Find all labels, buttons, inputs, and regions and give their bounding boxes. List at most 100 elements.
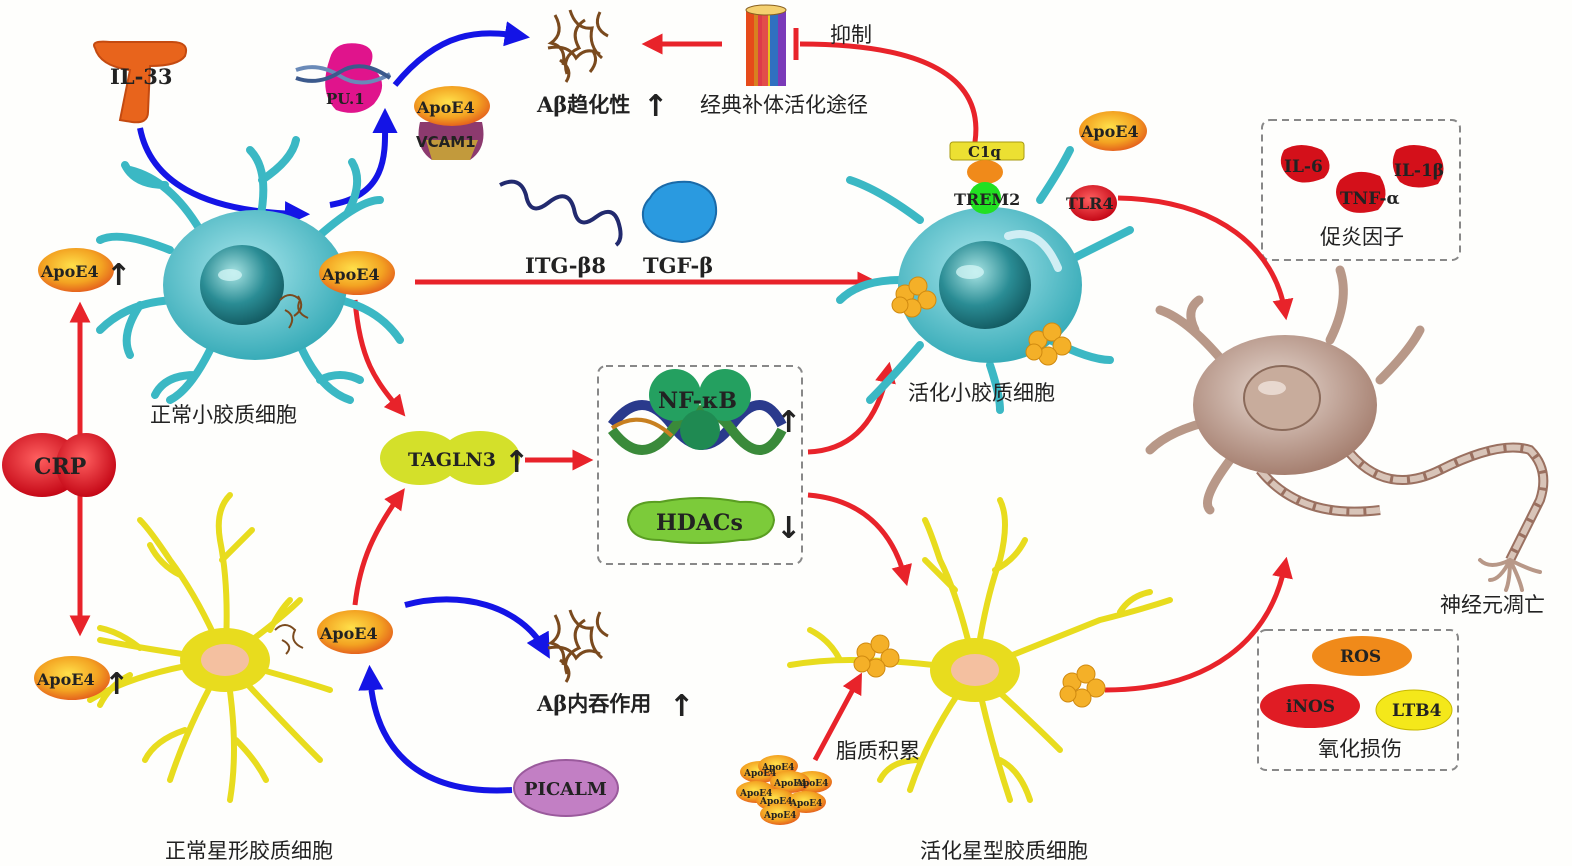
ros-molecule [1312,636,1412,676]
apoe4-label-top: ApoE4 [416,98,475,117]
ros-label: ROS [1340,647,1381,667]
normal-microglia-label: 正常小胶质细胞 [150,403,297,427]
c1q-receptor [949,141,1025,161]
crp-protein: CRP [2,433,116,497]
cluster-apoe4-4: ApoE4 [773,779,806,789]
cluster-apoe4-8: ApoE4 [763,811,796,821]
tgfb-blob-icon [641,180,718,244]
apoe4-left-top-up-arrow: ↑ [106,258,131,293]
tlr4-receptor [1069,185,1117,221]
hdacs-label: HDACs [656,510,743,536]
itgb8-coil-icon [499,179,623,247]
neuron-cell [1145,265,1549,592]
nfkb-label: NF-κB [658,388,737,414]
pu1-label: PU.1 [326,90,365,108]
arrow-picalm-to-apoe4 [358,664,513,794]
proinflammatory-box [1261,119,1461,261]
neuron-death-label: 神经元凋亡 [1440,593,1545,617]
apoe4-activated [1079,111,1147,151]
activated-astrocyte-label: 活化星型胶质细胞 [920,839,1088,863]
crp-label: CRP [34,454,86,480]
cluster-apoe4-1: ApoE4 [743,769,776,779]
il33-label: IL-33 [110,64,173,89]
cluster-apoe4-7: ApoE4 [789,799,822,809]
apoe4-left-top-label: ApoE4 [40,262,99,281]
apoe4-left-bottom [34,656,110,700]
proinflammatory-label: 促炎因子 [1320,225,1404,249]
hdacs-protein: HDACs [626,497,776,544]
arrow-lipids-to-astrocyte [812,672,862,762]
trem2-label: TREM2 [954,190,1020,209]
il6-cytokine [1280,145,1330,183]
arrow-nfkb-to-activated-microglia [807,361,896,455]
arrow-apoe4-to-endocytosis [404,596,550,659]
trem2-receptor [969,182,1001,214]
oxidative-box [1257,629,1459,771]
apoe4-vcam1: ApoE4 VCAM1 [414,86,490,160]
tagln3-label: TAGLN3 [408,449,496,471]
abeta-fibril-top [547,9,609,83]
activated-microglia-cell [836,146,1134,414]
abeta-endocytosis-up-arrow: ↑ [669,689,694,724]
picalm-label: PICALM [524,779,607,800]
il1b-label: IL-1β [1394,161,1444,181]
tnfa-cytokine [1336,171,1386,213]
apoe4-microglia-label: ApoE4 [321,265,380,284]
hdacs-down-arrow: ↓ [776,511,801,546]
apoe4-left-top [38,248,114,292]
inhibit-label: 抑制 [830,23,872,47]
nfkb-dna-complex: NF-κB [608,369,787,455]
il1b-cytokine [1392,145,1444,188]
tlr4-label: TLR4 [1066,194,1114,213]
itgb8-label: ITG-β8 [525,253,606,278]
inos-molecule [1260,684,1360,728]
abeta-fibril-bottom [547,609,609,683]
tnfa-label: TNF-α [1340,189,1400,209]
il33-receptor: IL-33 [93,40,188,124]
cluster-apoe4-6: ApoE4 [759,797,792,807]
ltb4-molecule [1375,689,1453,731]
tagln3-up-arrow: ↑ [504,445,529,480]
nfkb-hdac-box [597,365,803,565]
il6-label: IL-6 [1284,157,1323,177]
apoe4-left-bottom-up-arrow: ↑ [104,667,129,702]
apoe4-astrocyte-label: ApoE4 [319,624,378,643]
activated-astrocyte-cell [787,497,1173,803]
picalm-protein [513,759,619,817]
arrow-microglia-to-pu1 [329,107,398,208]
abeta-chemotaxis-up-arrow: ↑ [643,89,668,124]
apoe4-cluster: ApoE4 ApoE4 ApoE4 ApoE4 ApoE4 ApoE4 ApoE… [736,755,832,825]
arrow-apoe4-to-tagln3 [352,299,406,417]
apoe4-microglia [319,251,395,295]
arrow-tlr4-to-neuron [1117,195,1294,321]
inos-label: iNOS [1286,697,1335,717]
classic-complement-label: 经典补体活化途径 [700,93,868,117]
cluster-apoe4-5: ApoE4 [739,789,772,799]
arrow-astro-apoe4-to-tagln3 [352,488,405,606]
tgfb-label: TGF-β [643,253,713,278]
tagln3-protein: TAGLN3 [380,431,520,485]
oxidative-damage-label: 氧化损伤 [1318,737,1402,761]
arrow-astrocyte-to-neuron [1104,556,1293,693]
arrow-hdacs-to-activated-astrocyte [807,492,912,587]
abeta-chemotaxis-label: Aβ趋化性 [536,92,630,117]
c1q-label: C1q [968,143,1001,161]
ltb4-label: LTB4 [1392,701,1442,721]
pu1-factor: PU.1 [295,43,392,113]
complement-bundle-icon [745,4,787,86]
nfkb-up-arrow: ↑ [776,405,801,440]
inhibit-c1q-to-complement [799,41,979,143]
apoe4-left-bottom-label: ApoE4 [36,670,95,689]
lipid-accumulation-label: 脂质积累 [836,739,920,763]
normal-astrocyte-cell [87,492,333,803]
activated-microglia-label: 活化小胶质细胞 [908,381,1055,405]
arrow-pu1-to-abeta [392,21,530,87]
vcam1-label: VCAM1 [416,133,476,151]
normal-microglia-cell [96,136,404,404]
cluster-apoe4-2: ApoE4 [761,763,794,773]
normal-astrocyte-label: 正常星形胶质细胞 [165,839,333,863]
apoe4-activated-label: ApoE4 [1080,122,1139,141]
cluster-apoe4-3: ApoE4 [795,779,828,789]
abeta-endocytosis-label: Aβ内吞作用 [536,691,651,716]
apoe4-astrocyte [317,610,393,654]
